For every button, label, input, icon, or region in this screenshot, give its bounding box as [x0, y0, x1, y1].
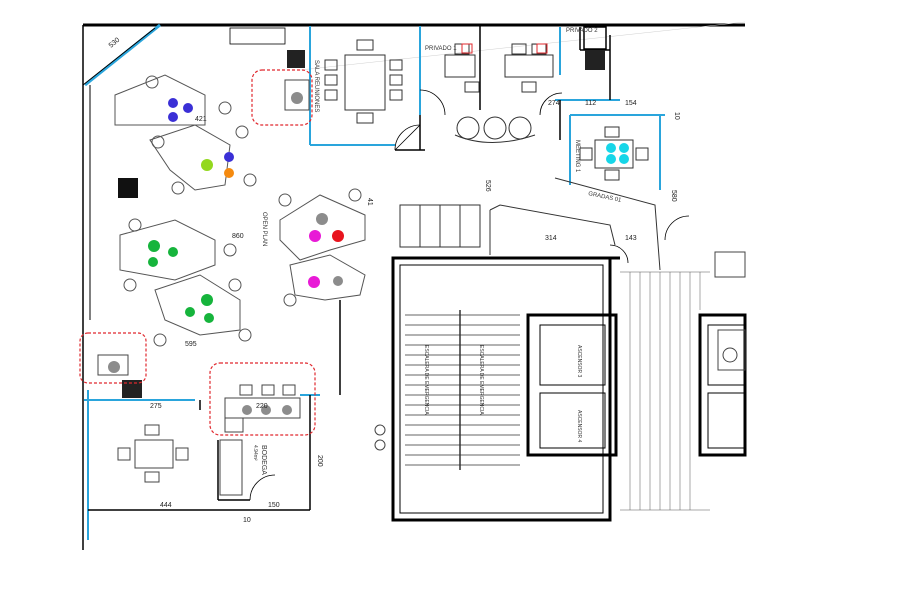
core-walls — [391, 256, 620, 522]
lower-office-furniture — [117, 424, 243, 496]
interior-walls — [88, 26, 611, 511]
dot-green — [168, 247, 178, 257]
dot-green — [201, 294, 213, 306]
workstation-cluster-2 — [119, 218, 252, 347]
dot-green — [148, 257, 158, 267]
dim-444: 444 — [160, 502, 172, 509]
meeting-1-furniture — [579, 126, 649, 181]
label-open-plan: OPEN PLAN — [261, 212, 267, 246]
dot-red — [332, 230, 344, 242]
dim-421: 421 — [195, 116, 207, 123]
dim-200: 200 — [316, 455, 323, 467]
privado-chairs-red — [461, 43, 548, 54]
outer-walls — [82, 21, 746, 550]
dim-275: 275 — [150, 403, 162, 410]
label-privado-2: PRIVADO 2 — [566, 28, 598, 34]
dim-274: 274 — [548, 100, 560, 107]
right-furniture — [374, 251, 746, 451]
dot-lime — [201, 159, 213, 171]
dot-orange — [224, 168, 234, 178]
private-offices — [444, 43, 554, 93]
stair-treads — [405, 310, 520, 470]
label-gradas: GRADAS 01 — [588, 191, 623, 204]
dim-860: 860 — [232, 233, 244, 240]
dot-grey — [242, 405, 252, 415]
label-escalera-b: ESCALERA DE EMERGENCIA — [478, 345, 484, 415]
dim-220: 220 — [256, 403, 268, 410]
column-bottom — [122, 380, 142, 398]
dim-314: 314 — [545, 235, 557, 242]
dot-grey — [261, 405, 271, 415]
dim-10b: 10 — [673, 112, 680, 120]
column-top-right — [585, 50, 605, 70]
workstation-cluster-1 — [114, 74, 257, 195]
dot-green — [148, 240, 160, 252]
dim-595: 595 — [185, 341, 197, 348]
label-meeting-1: MEETING 1 — [574, 140, 580, 173]
dim-143: 143 — [625, 235, 637, 242]
lounge-chairs — [454, 116, 536, 143]
dot-magenta — [308, 276, 320, 288]
dim-580: 580 — [670, 190, 677, 202]
label-ascensor-a: ASCENSOR 3 — [576, 345, 582, 377]
dot-blue — [168, 98, 178, 108]
stair-gradas — [489, 177, 661, 271]
column-center — [118, 178, 138, 198]
dot-blue — [168, 112, 178, 122]
dot-green — [204, 313, 214, 323]
dot-grey — [108, 361, 120, 373]
dot-blue — [183, 103, 193, 113]
dot-cyan — [619, 154, 629, 164]
zone-furniture — [97, 79, 310, 433]
dot-cyan — [619, 143, 629, 153]
label-ascensor-b: ASCENSOR 4 — [576, 410, 582, 442]
door-swings — [249, 89, 690, 501]
dim-154: 154 — [625, 100, 637, 107]
occupancy-dots — [108, 92, 629, 415]
dot-grey — [333, 276, 343, 286]
highlight-zones — [79, 69, 316, 436]
dot-magenta — [309, 230, 321, 242]
label-privado-1: PRIVADO 1 — [425, 46, 457, 52]
dim-530: 530 — [108, 37, 122, 50]
dot-cyan — [606, 154, 616, 164]
workstation-cluster-3 — [278, 188, 366, 307]
dot-cyan — [606, 143, 616, 153]
dim-10: 10 — [243, 517, 251, 524]
meeting-table — [324, 39, 403, 124]
label-bodega: BODEGA — [260, 445, 267, 475]
label-sala-reuniones: SALA REUNIONES — [313, 60, 319, 112]
label-escalera-a: ESCALERA DE EMERGENCIA — [423, 345, 429, 415]
sofa-furniture — [399, 204, 481, 248]
elevator-shafts — [526, 313, 747, 457]
room-labels: SALA REUNIONES PRIVADO 1 PRIVADO 2 MEETI… — [252, 28, 622, 475]
ramp-area — [620, 271, 710, 511]
dot-grey — [291, 92, 303, 104]
dot-blue — [224, 152, 234, 162]
dim-112: 112 — [585, 100, 596, 107]
dim-41: 41 — [366, 198, 373, 206]
column-top-left — [287, 50, 305, 68]
dot-green — [185, 307, 195, 317]
dot-grey — [282, 405, 292, 415]
dim-526: 526 — [484, 180, 491, 192]
dim-150: 150 — [268, 502, 280, 509]
label-bodega-area: 4.94m² — [252, 445, 258, 461]
column-top-mid — [583, 26, 607, 50]
dot-grey — [316, 213, 328, 225]
